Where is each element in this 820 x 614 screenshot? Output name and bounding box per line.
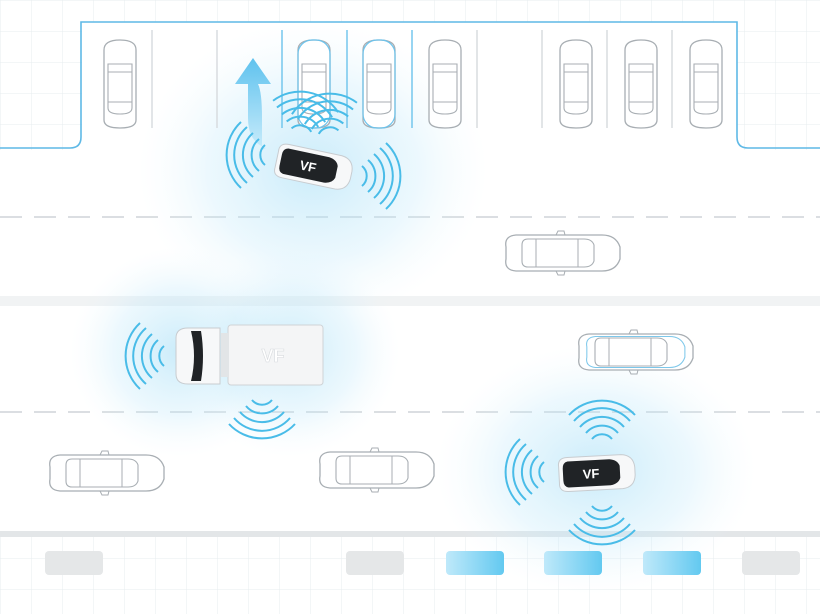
parked-car-6 [624,39,658,129]
truck-vf-logo-icon: VF [261,346,284,366]
roadside-spot-3 [446,551,504,575]
parked-car-3 [362,39,396,129]
parked-car-2-highlight [297,39,331,129]
roadside-spots [45,551,800,575]
parking-slot-lines [151,30,673,128]
parked-car-3-highlight [362,39,396,129]
parking-lot-curb [0,21,820,149]
parked-car-7 [689,39,723,129]
parked-car-4 [428,39,462,129]
traffic-car-lower-left [49,450,165,496]
roadside-spot-4 [544,551,602,575]
sidewalk-curb [0,531,820,537]
traffic-car-upper [505,230,621,276]
roadside-spot-6 [742,551,800,575]
ego-vehicle-road [557,453,637,493]
truck: VF [175,324,324,386]
roadside-spot-5 [643,551,701,575]
roadside-spot-2 [346,551,404,575]
parked-car-5 [559,39,593,129]
parked-car-1 [103,39,137,129]
roadside-spot-1 [45,551,103,575]
traffic-car-lower-mid [319,447,435,493]
forward-arrow-icon [235,58,271,150]
traffic-car-mid-right-tint [586,336,686,368]
median-strip [0,296,820,306]
